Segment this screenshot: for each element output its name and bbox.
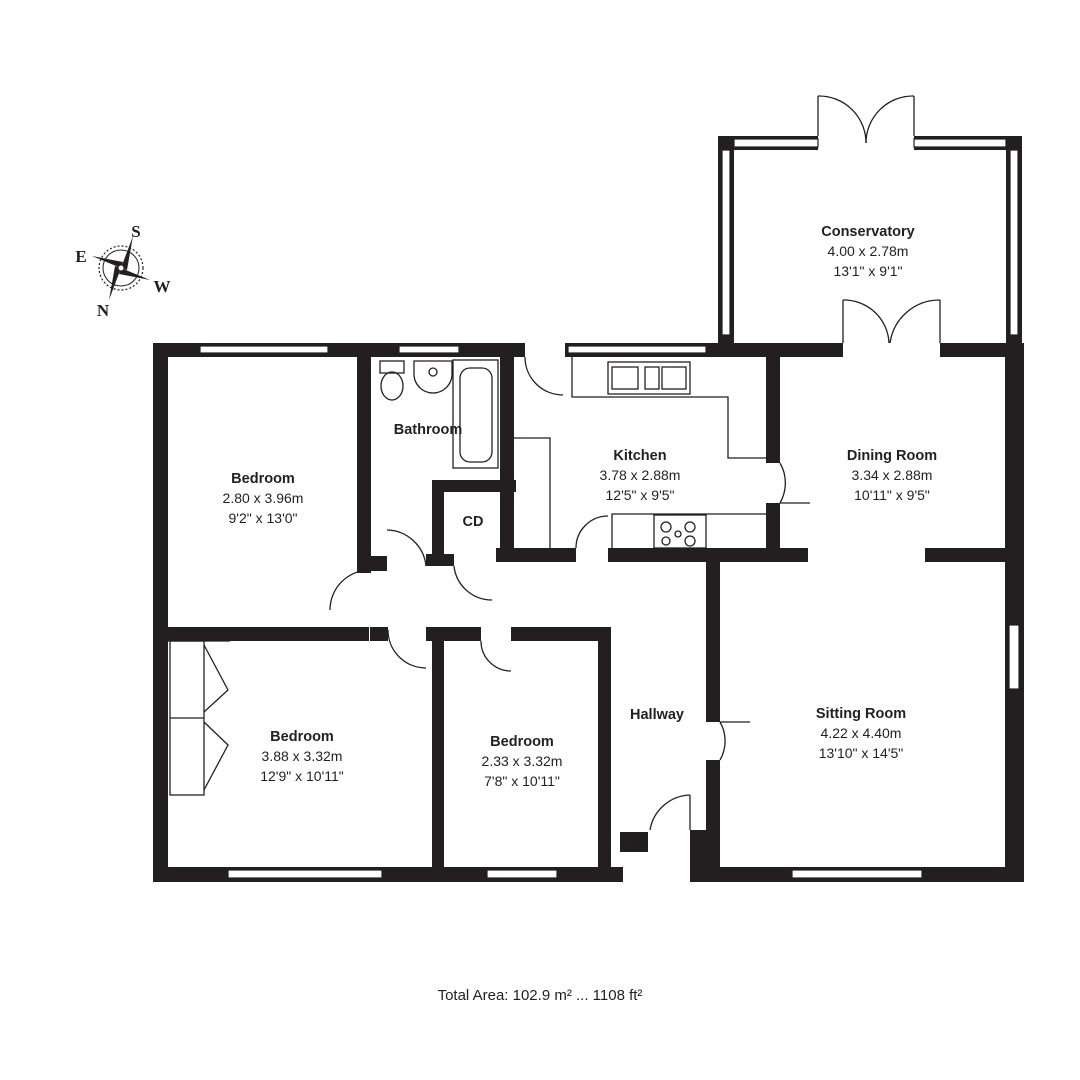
bathroom-fixtures (379, 359, 499, 469)
cd-name: CD (463, 514, 484, 530)
conservatory-imperial: 13'1" x 9'1" (834, 263, 903, 279)
kitchen-name: Kitchen (613, 448, 666, 464)
doors (329, 95, 941, 849)
dining-name: Dining Room (847, 448, 937, 464)
wardrobe (168, 640, 230, 796)
bedroom2-name: Bedroom (270, 729, 334, 745)
compass-s: S (131, 222, 140, 241)
compass-icon (92, 236, 150, 300)
compass-e: E (75, 247, 86, 266)
dining-imperial: 10'11" x 9'5" (854, 487, 930, 503)
kitchen-imperial: 12'5" x 9'5" (606, 487, 675, 503)
bedroom1-metric: 2.80 x 3.96m (223, 490, 304, 506)
bedroom3-imperial: 7'8" x 10'11" (484, 773, 560, 789)
total-area: Total Area: 102.9 m² ... 1108 ft² (437, 987, 643, 1004)
hallway-name: Hallway (630, 707, 684, 723)
bathroom-name: Bathroom (394, 422, 462, 438)
bedroom2-imperial: 12'9" x 10'11" (260, 768, 344, 784)
windows (199, 138, 1020, 879)
bedroom3-metric: 2.33 x 3.32m (482, 753, 563, 769)
compass-w: W (154, 277, 171, 296)
sitting-name: Sitting Room (816, 706, 906, 722)
compass-n: N (97, 301, 110, 320)
sitting-metric: 4.22 x 4.40m (821, 725, 902, 741)
kitchen-fixtures (514, 357, 766, 549)
bedroom1-imperial: 9'2" x 13'0" (229, 510, 298, 526)
kitchen-metric: 3.78 x 2.88m (600, 467, 681, 483)
sitting-imperial: 13'10" x 14'5" (819, 745, 904, 761)
bedroom1-name: Bedroom (231, 471, 295, 487)
conservatory-metric: 4.00 x 2.78m (828, 243, 909, 259)
dining-metric: 3.34 x 2.88m (852, 467, 933, 483)
bedroom2-metric: 3.88 x 3.32m (262, 748, 343, 764)
bedroom3-name: Bedroom (490, 734, 554, 750)
conservatory-name: Conservatory (821, 224, 914, 240)
